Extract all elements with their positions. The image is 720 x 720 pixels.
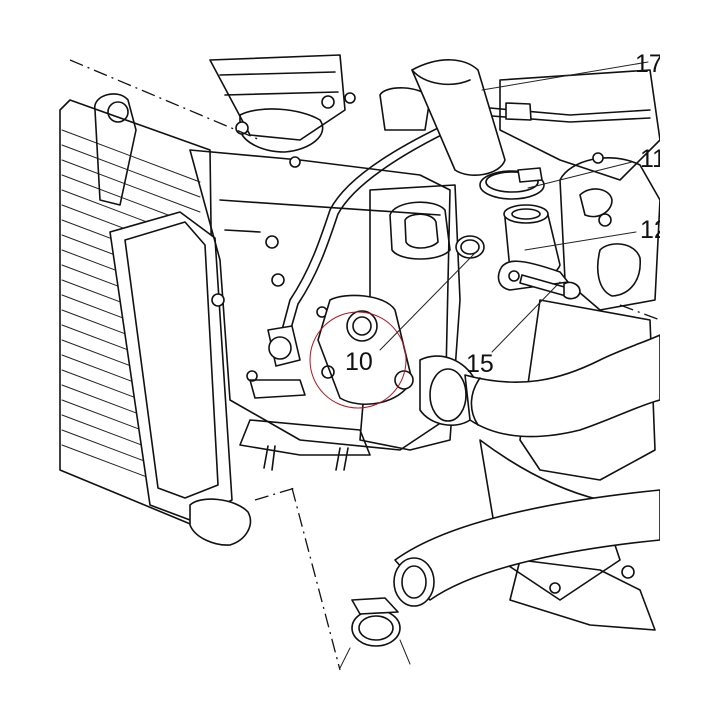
leader-lines [339,61,649,669]
bolt-15 [519,274,581,300]
callout-10: 10 [345,348,373,376]
highlight-circle [309,311,407,409]
lower-hose-connector [419,334,661,438]
brake-line [249,102,651,399]
upper-hose [411,59,506,176]
right-margin [660,0,720,720]
hose-clamp-12 [479,167,545,200]
engine-block [189,54,661,631]
lower-hose-clamp [351,597,401,647]
studs [263,445,349,471]
lower-hose [393,489,661,607]
callout-15: 15 [466,350,494,378]
bolts [211,92,635,594]
center-lines [69,59,661,671]
radiator [59,93,252,546]
callout-17: 17 [635,50,663,78]
hose-fitting-11 [497,204,569,291]
